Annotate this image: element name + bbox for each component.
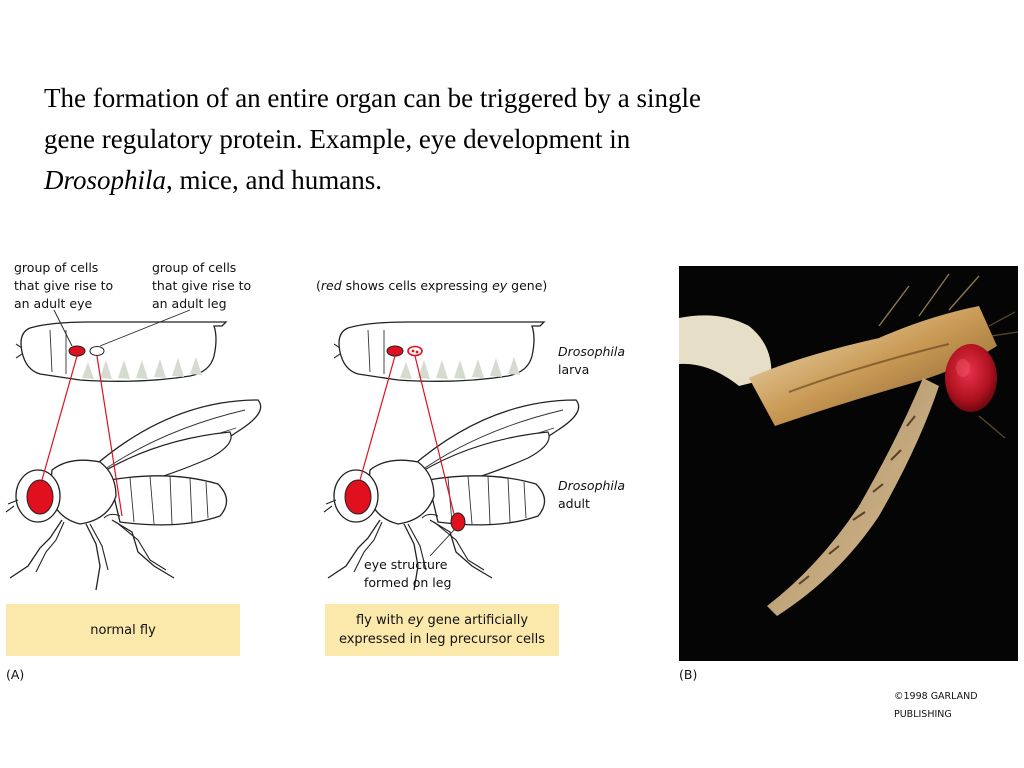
caption-normal-fly: normal fly	[6, 604, 240, 656]
panel-letter-b: (B)	[679, 667, 698, 682]
label-leg-precursor: group of cells that give rise to an adul…	[152, 260, 252, 311]
headline-line-1: The formation of an entire organ can be …	[44, 83, 702, 113]
fate-line-eye-mid	[359, 355, 396, 481]
leg-precursor-cells-a	[89, 346, 105, 356]
eye-precursor-cells-a	[68, 345, 86, 357]
ectopic-eye-photo	[945, 344, 997, 412]
ectopic-eye-on-leg	[450, 512, 466, 532]
headline-italic-drosophila: Drosophila	[44, 165, 167, 195]
fly-eye-a	[26, 479, 54, 515]
headline-line-2: gene regulatory protein. Example, eye de…	[44, 124, 631, 154]
label-eye-precursor: group of cells that give rise to an adul…	[14, 260, 114, 311]
photo-illustration	[679, 273, 1018, 616]
micrograph-ectopic-eye-leg	[679, 266, 1018, 661]
copyright-notice: ©1998 GARLAND PUBLISHING	[894, 691, 978, 720]
fate-line-leg-mid	[414, 355, 455, 515]
fly-eye-mid	[344, 479, 372, 515]
pointer-eye-cells	[53, 309, 73, 347]
fate-line-eye-a	[41, 355, 78, 481]
legend-red-expression: (red shows cells expressing ey gene)	[316, 278, 548, 293]
eye-precursor-cells-mid	[386, 345, 404, 357]
legend-red-word: red	[320, 278, 342, 293]
label-eye-on-leg: eye structure formed on leg	[364, 557, 452, 590]
pointer-leg-cells	[99, 309, 191, 347]
panel-letter-a: (A)	[6, 667, 25, 682]
panel-a-drawing	[5, 309, 262, 591]
pointer-ectopic-eye	[429, 529, 455, 557]
larva-drawing-a	[15, 321, 227, 382]
larva-drawing-mid	[333, 321, 545, 382]
caption-ey-fly: fly with ey gene artificially expressed …	[325, 604, 559, 656]
headline-line-3-rest: , mice, and humans.	[166, 165, 382, 195]
fate-line-leg-a	[96, 355, 123, 517]
legend-gene-name: ey	[492, 278, 508, 293]
headline-line-3: Drosophila, mice, and humans.	[44, 160, 944, 201]
panel-mid-drawing	[323, 321, 580, 591]
headline: The formation of an entire organ can be …	[44, 78, 944, 201]
leg-precursor-cells-mid	[407, 345, 423, 357]
